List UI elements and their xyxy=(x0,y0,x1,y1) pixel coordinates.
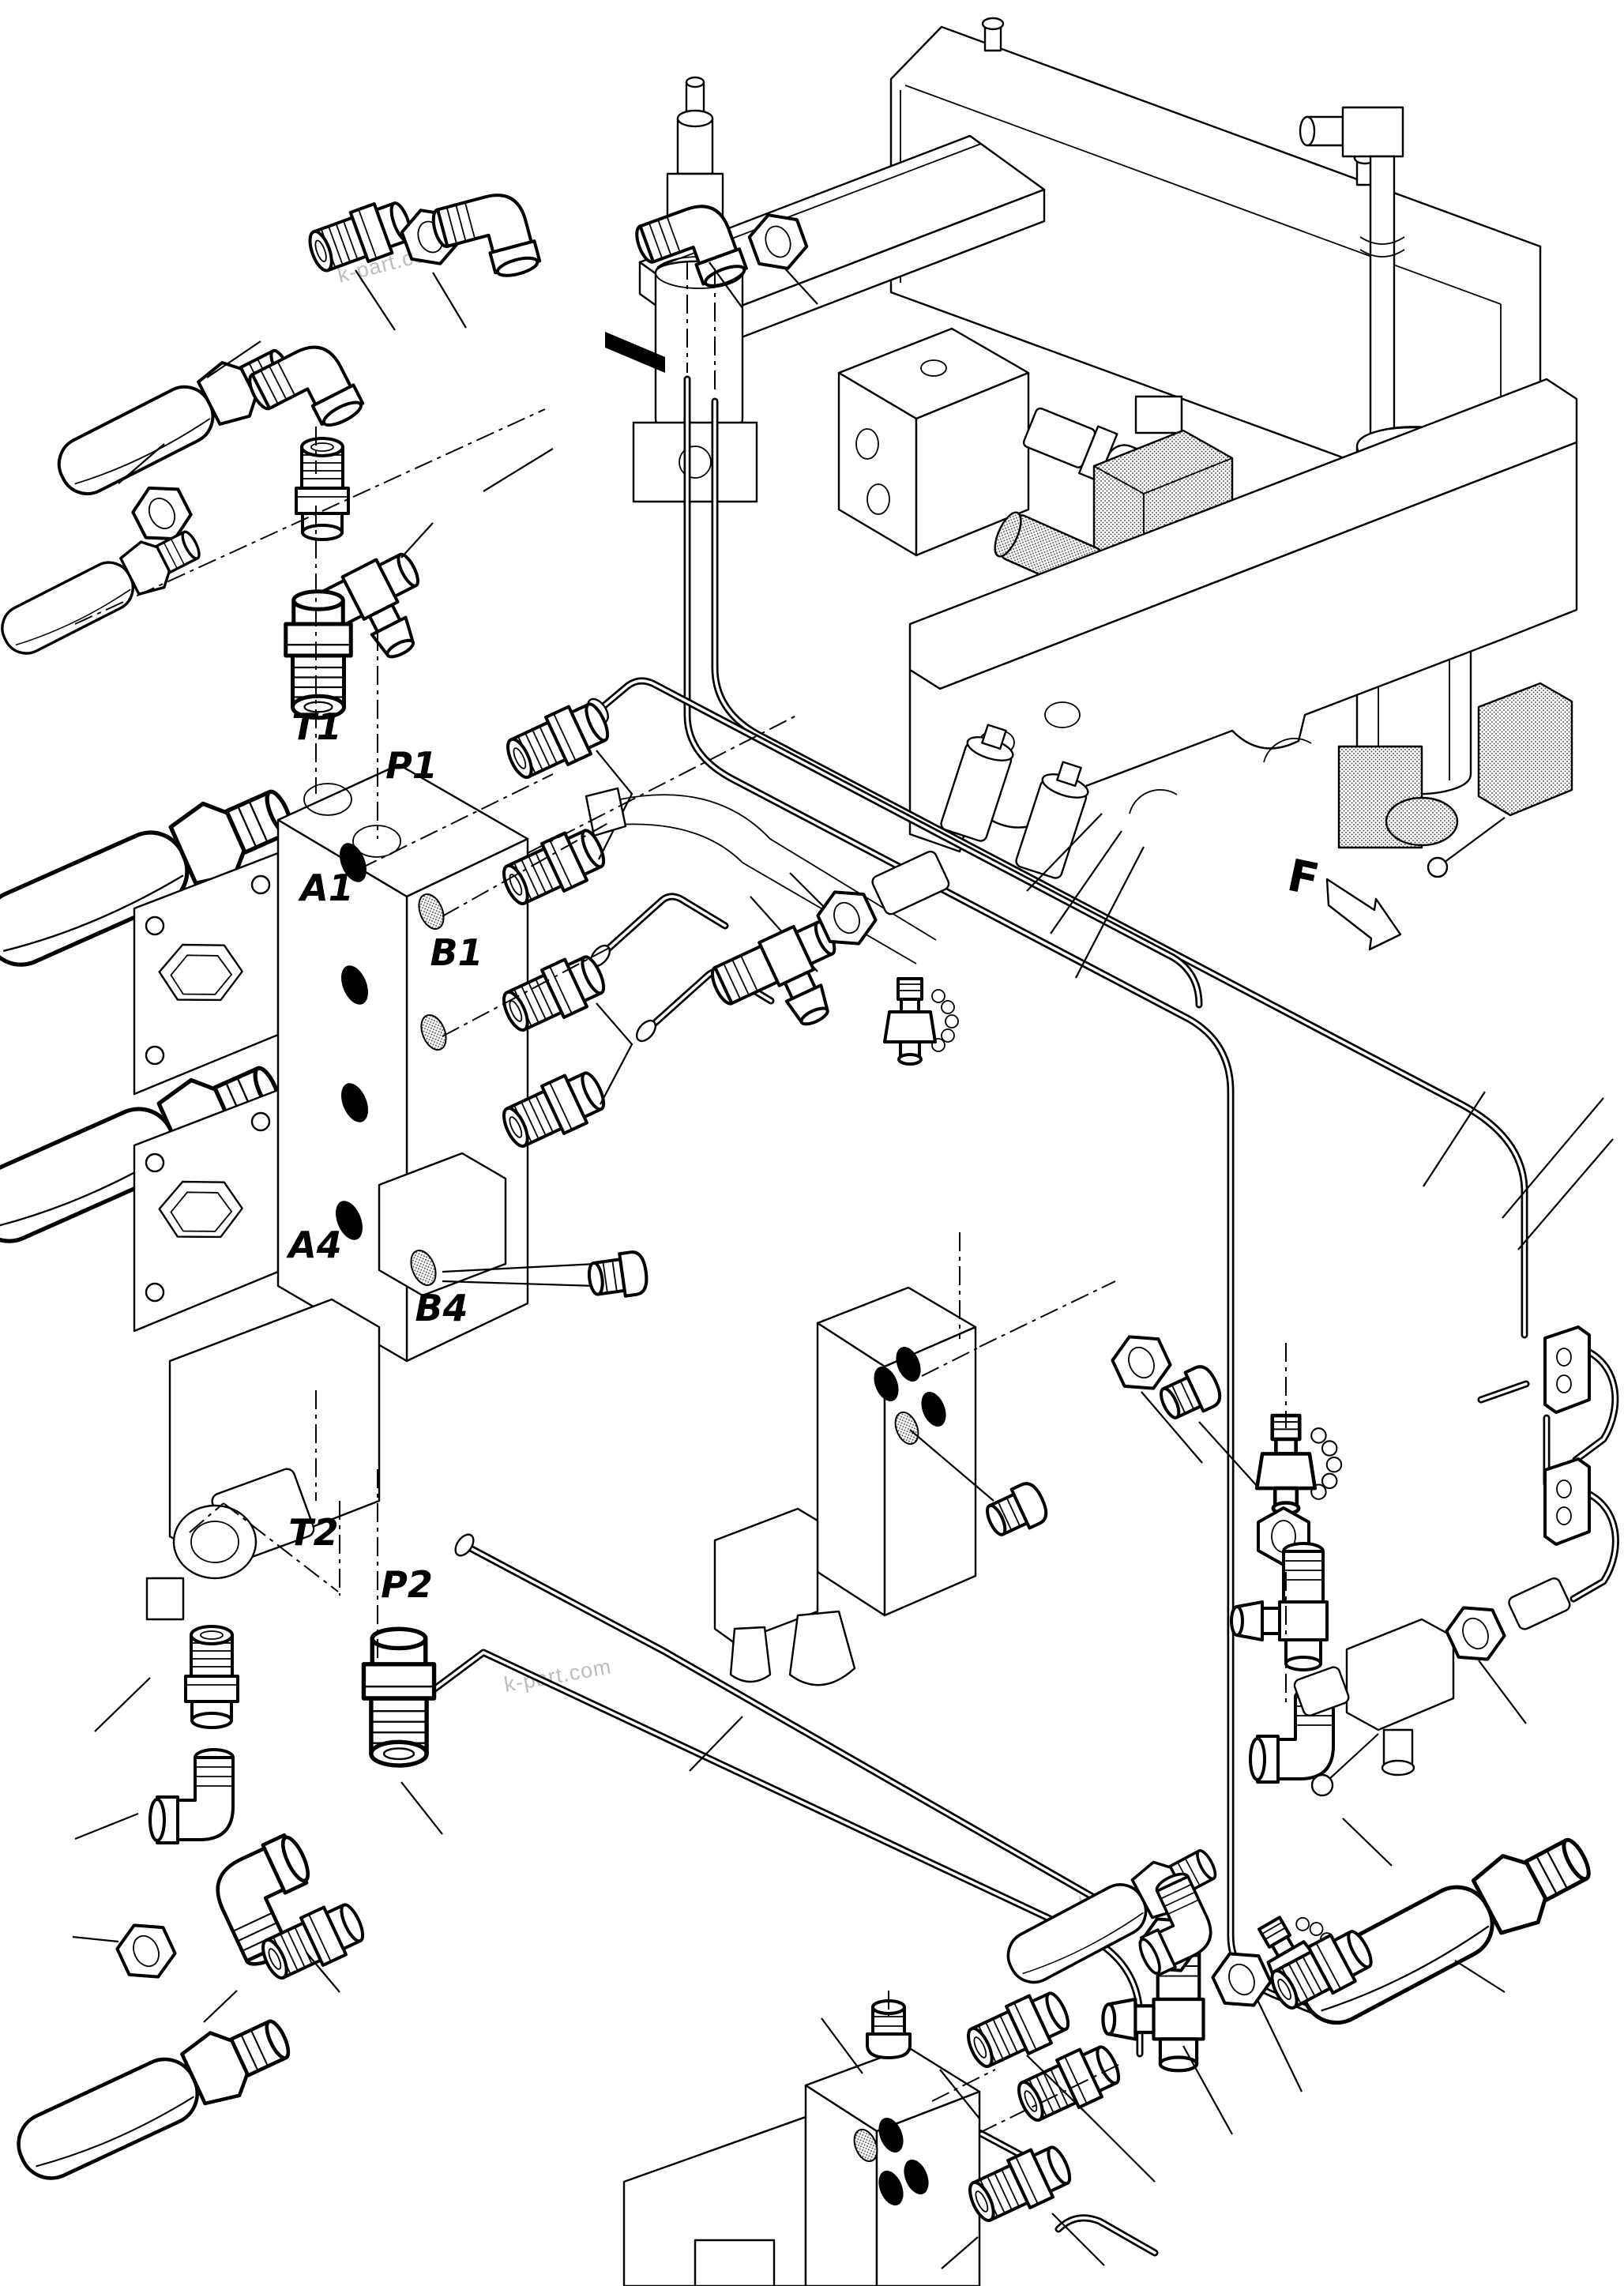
port-plug xyxy=(585,1249,651,1303)
port-label-b1: B1 xyxy=(430,931,483,974)
port xyxy=(420,1014,447,1051)
hose-fitting xyxy=(1288,1822,1601,2036)
elbow-fitting xyxy=(243,334,368,454)
port-b1 xyxy=(418,893,445,930)
hose-fitting xyxy=(47,335,303,506)
hose-fitting xyxy=(0,518,209,664)
fitting-column-center xyxy=(494,694,960,1156)
manifold-bottom xyxy=(622,1983,1156,2286)
port-a1 xyxy=(340,843,367,882)
machine-frame-assembly xyxy=(605,17,1578,879)
fitting-cluster-bottom-right xyxy=(997,1822,1601,2135)
port-label-t2: T2 xyxy=(288,1511,338,1554)
elbow-fitting xyxy=(148,1748,235,1844)
test-point-fitting xyxy=(883,977,960,1066)
cartridge-valves xyxy=(940,724,1089,879)
view-label: F xyxy=(1283,850,1323,907)
fitting-cluster-bottom-left xyxy=(8,1625,443,2190)
hose-fitting xyxy=(8,2006,299,2190)
nipple-fitting xyxy=(184,1625,239,1729)
port xyxy=(874,1367,899,1401)
port xyxy=(878,2118,904,2153)
port-label-p1: P1 xyxy=(385,744,438,787)
elbow-fitting xyxy=(428,186,543,294)
leader-lines xyxy=(118,261,1614,1867)
pipe-run-a xyxy=(711,397,1528,1339)
hex-plug xyxy=(158,943,243,1002)
hex-nut xyxy=(1205,1941,1279,2018)
vertical-pipe-right xyxy=(1299,106,1405,450)
centerlines xyxy=(74,261,1287,2134)
port xyxy=(921,1392,946,1427)
pipe-run-g2 xyxy=(454,1533,1133,1922)
pipe-clamp-hooks xyxy=(1477,1343,1619,1603)
port-label-a4: A4 xyxy=(286,1224,342,1266)
port xyxy=(853,2128,878,2163)
drain-valve xyxy=(1293,1618,1455,1797)
port-label-b4: B4 xyxy=(415,1287,468,1329)
fitting-column-right xyxy=(1104,1324,1591,1797)
nipple-fitting xyxy=(498,694,616,788)
manifold-center xyxy=(689,1286,1053,1772)
nipple-fitting xyxy=(295,437,350,541)
port-label-t1: T1 xyxy=(291,705,341,748)
test-point-fitting xyxy=(1257,1416,1341,1513)
pipe-hook-1 xyxy=(589,893,729,968)
port-labels: T1 P1 A1 B1 A4 B4 T2 P2 xyxy=(286,705,483,1606)
port xyxy=(341,1083,368,1122)
pipe-clamp-block xyxy=(1543,1457,1591,1546)
port xyxy=(894,1411,919,1446)
port-a4 xyxy=(336,1201,363,1240)
view-arrow-icon xyxy=(1325,878,1402,951)
port xyxy=(341,965,368,1005)
hex-plug xyxy=(158,1180,243,1239)
solenoid-right xyxy=(1427,682,1573,878)
port xyxy=(896,1347,921,1382)
shadow-edge xyxy=(605,332,665,373)
valve-block-center xyxy=(837,327,1152,557)
port-b4 xyxy=(410,1250,437,1286)
valve-stack xyxy=(0,763,651,1621)
port xyxy=(904,2160,929,2194)
port-label-a1: A1 xyxy=(298,867,354,909)
port-plug xyxy=(979,1477,1053,1544)
port xyxy=(878,2171,904,2205)
pipe-run-g1 xyxy=(427,1649,1144,2058)
hex-nut xyxy=(109,1912,183,1990)
pipe-clamp-block xyxy=(1543,1325,1591,1414)
view-direction: F xyxy=(1283,850,1402,951)
union-fitting xyxy=(286,592,351,718)
union-fitting-p2 xyxy=(363,1629,434,1765)
port-label-p2: P2 xyxy=(381,1563,433,1606)
